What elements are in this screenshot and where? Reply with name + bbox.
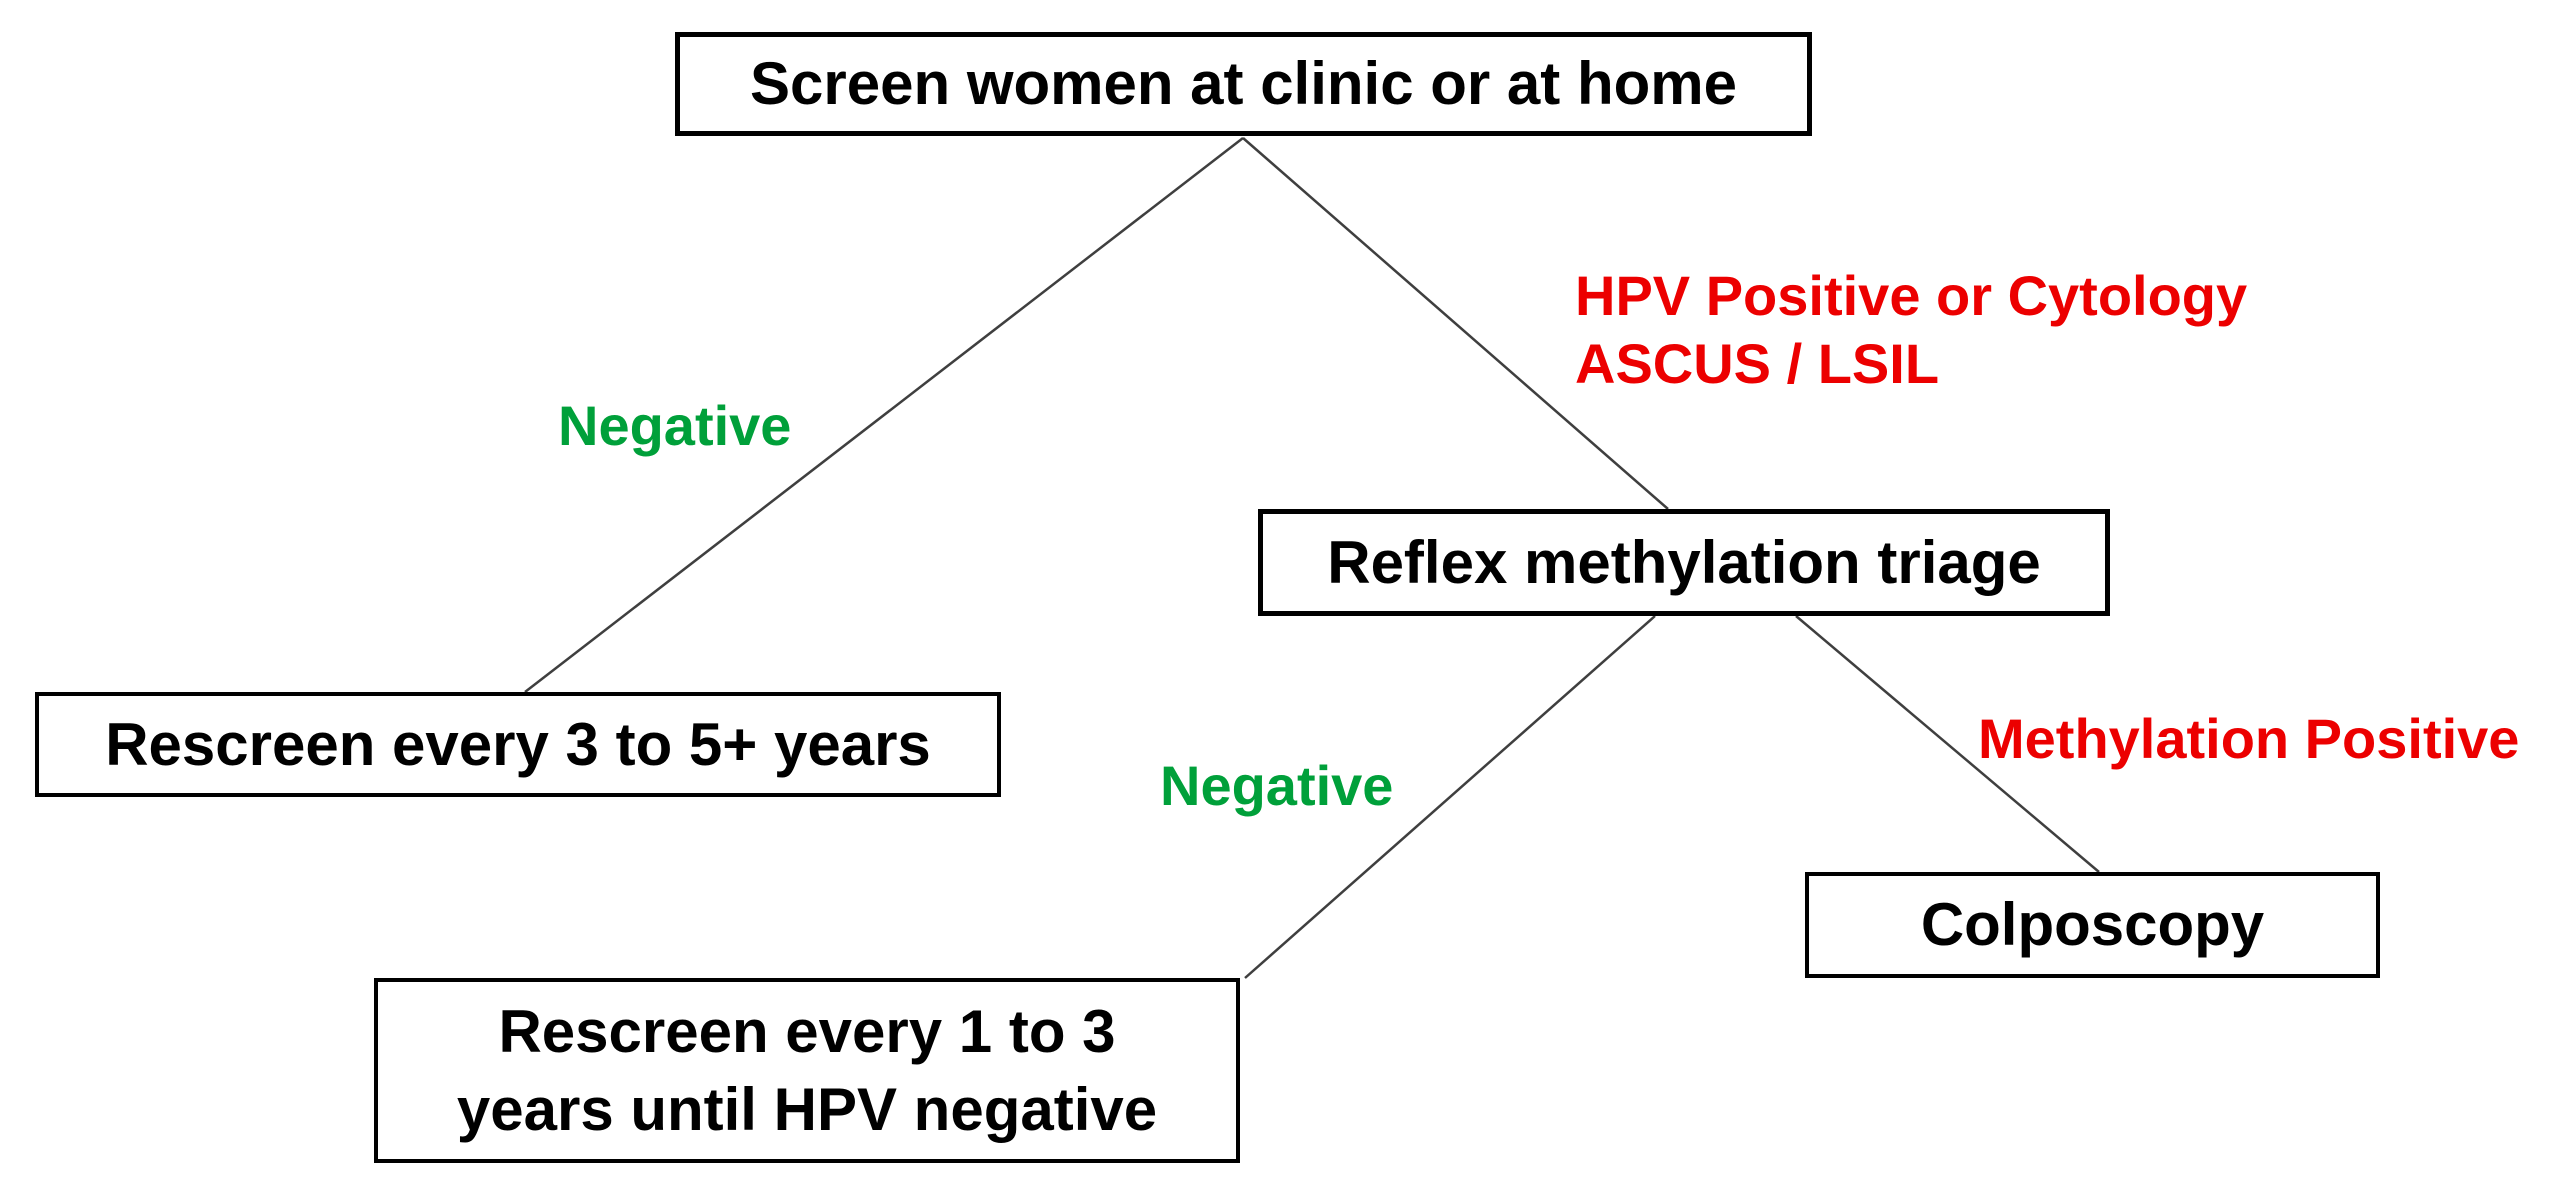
edge-screen-to-reflex (1242, 137, 1669, 510)
edge-reflex-to-colposcopy (1795, 615, 2100, 873)
node-colposcopy: Colposcopy (1805, 872, 2380, 978)
edge-reflex-to-rescreen13 (1244, 615, 1656, 979)
edge-label-methylation-positive: Methylation Positive (1978, 707, 2520, 770)
node-reflex-methylation-triage: Reflex methylation triage (1258, 509, 2110, 616)
node-screen-women: Screen women at clinic or at home (675, 32, 1812, 136)
node-rescreen-1-to-3-years: Rescreen every 1 to 3 years until HPV ne… (374, 978, 1240, 1163)
edge-label-negative-left: Negative (558, 394, 792, 457)
edge-label-hpv-positive-cytology: HPV Positive or Cytology ASCUS / LSIL (1575, 264, 2248, 395)
node-rescreen-3-to-5-years: Rescreen every 3 to 5+ years (35, 692, 1001, 797)
edge-screen-to-rescreen35 (524, 137, 1244, 693)
edge-label-negative-middle: Negative (1160, 754, 1394, 817)
